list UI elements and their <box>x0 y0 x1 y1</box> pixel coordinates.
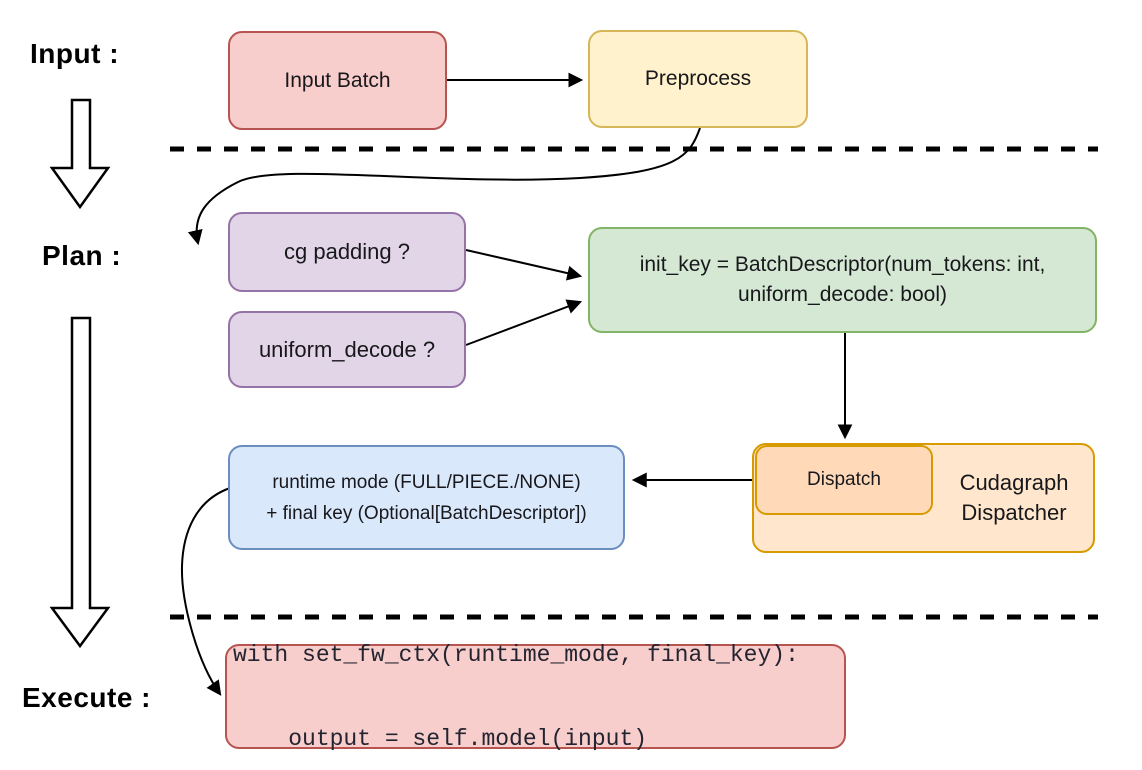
node-cg-padding: cg padding ? <box>228 212 466 292</box>
edge-runtime-mode-to-execute-code <box>180 487 231 696</box>
edge-cg-padding-to-init-key <box>465 249 583 281</box>
node-dispatch-label: Dispatch <box>807 469 881 490</box>
node-cudagraph-dispatcher-label: Cudagraph Dispatcher <box>933 443 1095 553</box>
node-runtime-mode: runtime mode (FULL/PIECE./NONE) + final … <box>228 445 625 550</box>
execute-code-line2: output = self.model(input) <box>233 725 648 752</box>
stage-label-input: Input : <box>30 38 120 69</box>
node-input-batch: Input Batch <box>228 31 447 130</box>
stage-label-plan: Plan : <box>42 240 122 271</box>
stage-label-execute: Execute : <box>22 682 151 713</box>
node-preprocess: Preprocess <box>588 30 808 128</box>
node-dispatch: Dispatch <box>755 445 933 515</box>
node-init-key-line2: uniform_decode: bool) <box>738 283 947 306</box>
down-arrow-icon-plan-to-execute <box>49 316 111 649</box>
node-cg-padding-label: cg padding ? <box>284 239 410 264</box>
cudagraph-label-line2: Dispatcher <box>961 500 1067 525</box>
node-init-key: init_key = BatchDescriptor(num_tokens: i… <box>588 227 1097 333</box>
node-input-batch-label: Input Batch <box>284 68 391 92</box>
execute-code-line1: with set_fw_ctx(runtime_mode, final_key)… <box>233 641 799 668</box>
node-execute-code: with set_fw_ctx(runtime_mode, final_key)… <box>225 641 846 752</box>
node-init-key-line1: init_key = BatchDescriptor(num_tokens: i… <box>639 253 1046 276</box>
down-arrow-icon-input-to-plan <box>49 98 111 210</box>
node-uniform-decode-label: uniform_decode ? <box>258 336 436 362</box>
node-uniform-decode: uniform_decode ? <box>228 311 466 388</box>
node-runtime-mode-line1: runtime mode (FULL/PIECE./NONE) <box>272 471 581 493</box>
edge-uniform-decode-to-init-key <box>465 299 583 346</box>
node-preprocess-label: Preprocess <box>644 67 752 90</box>
cudagraph-label-line1: Cudagraph <box>959 470 1069 495</box>
node-runtime-mode-line2: + final key (Optional[BatchDescriptor]) <box>266 502 587 524</box>
